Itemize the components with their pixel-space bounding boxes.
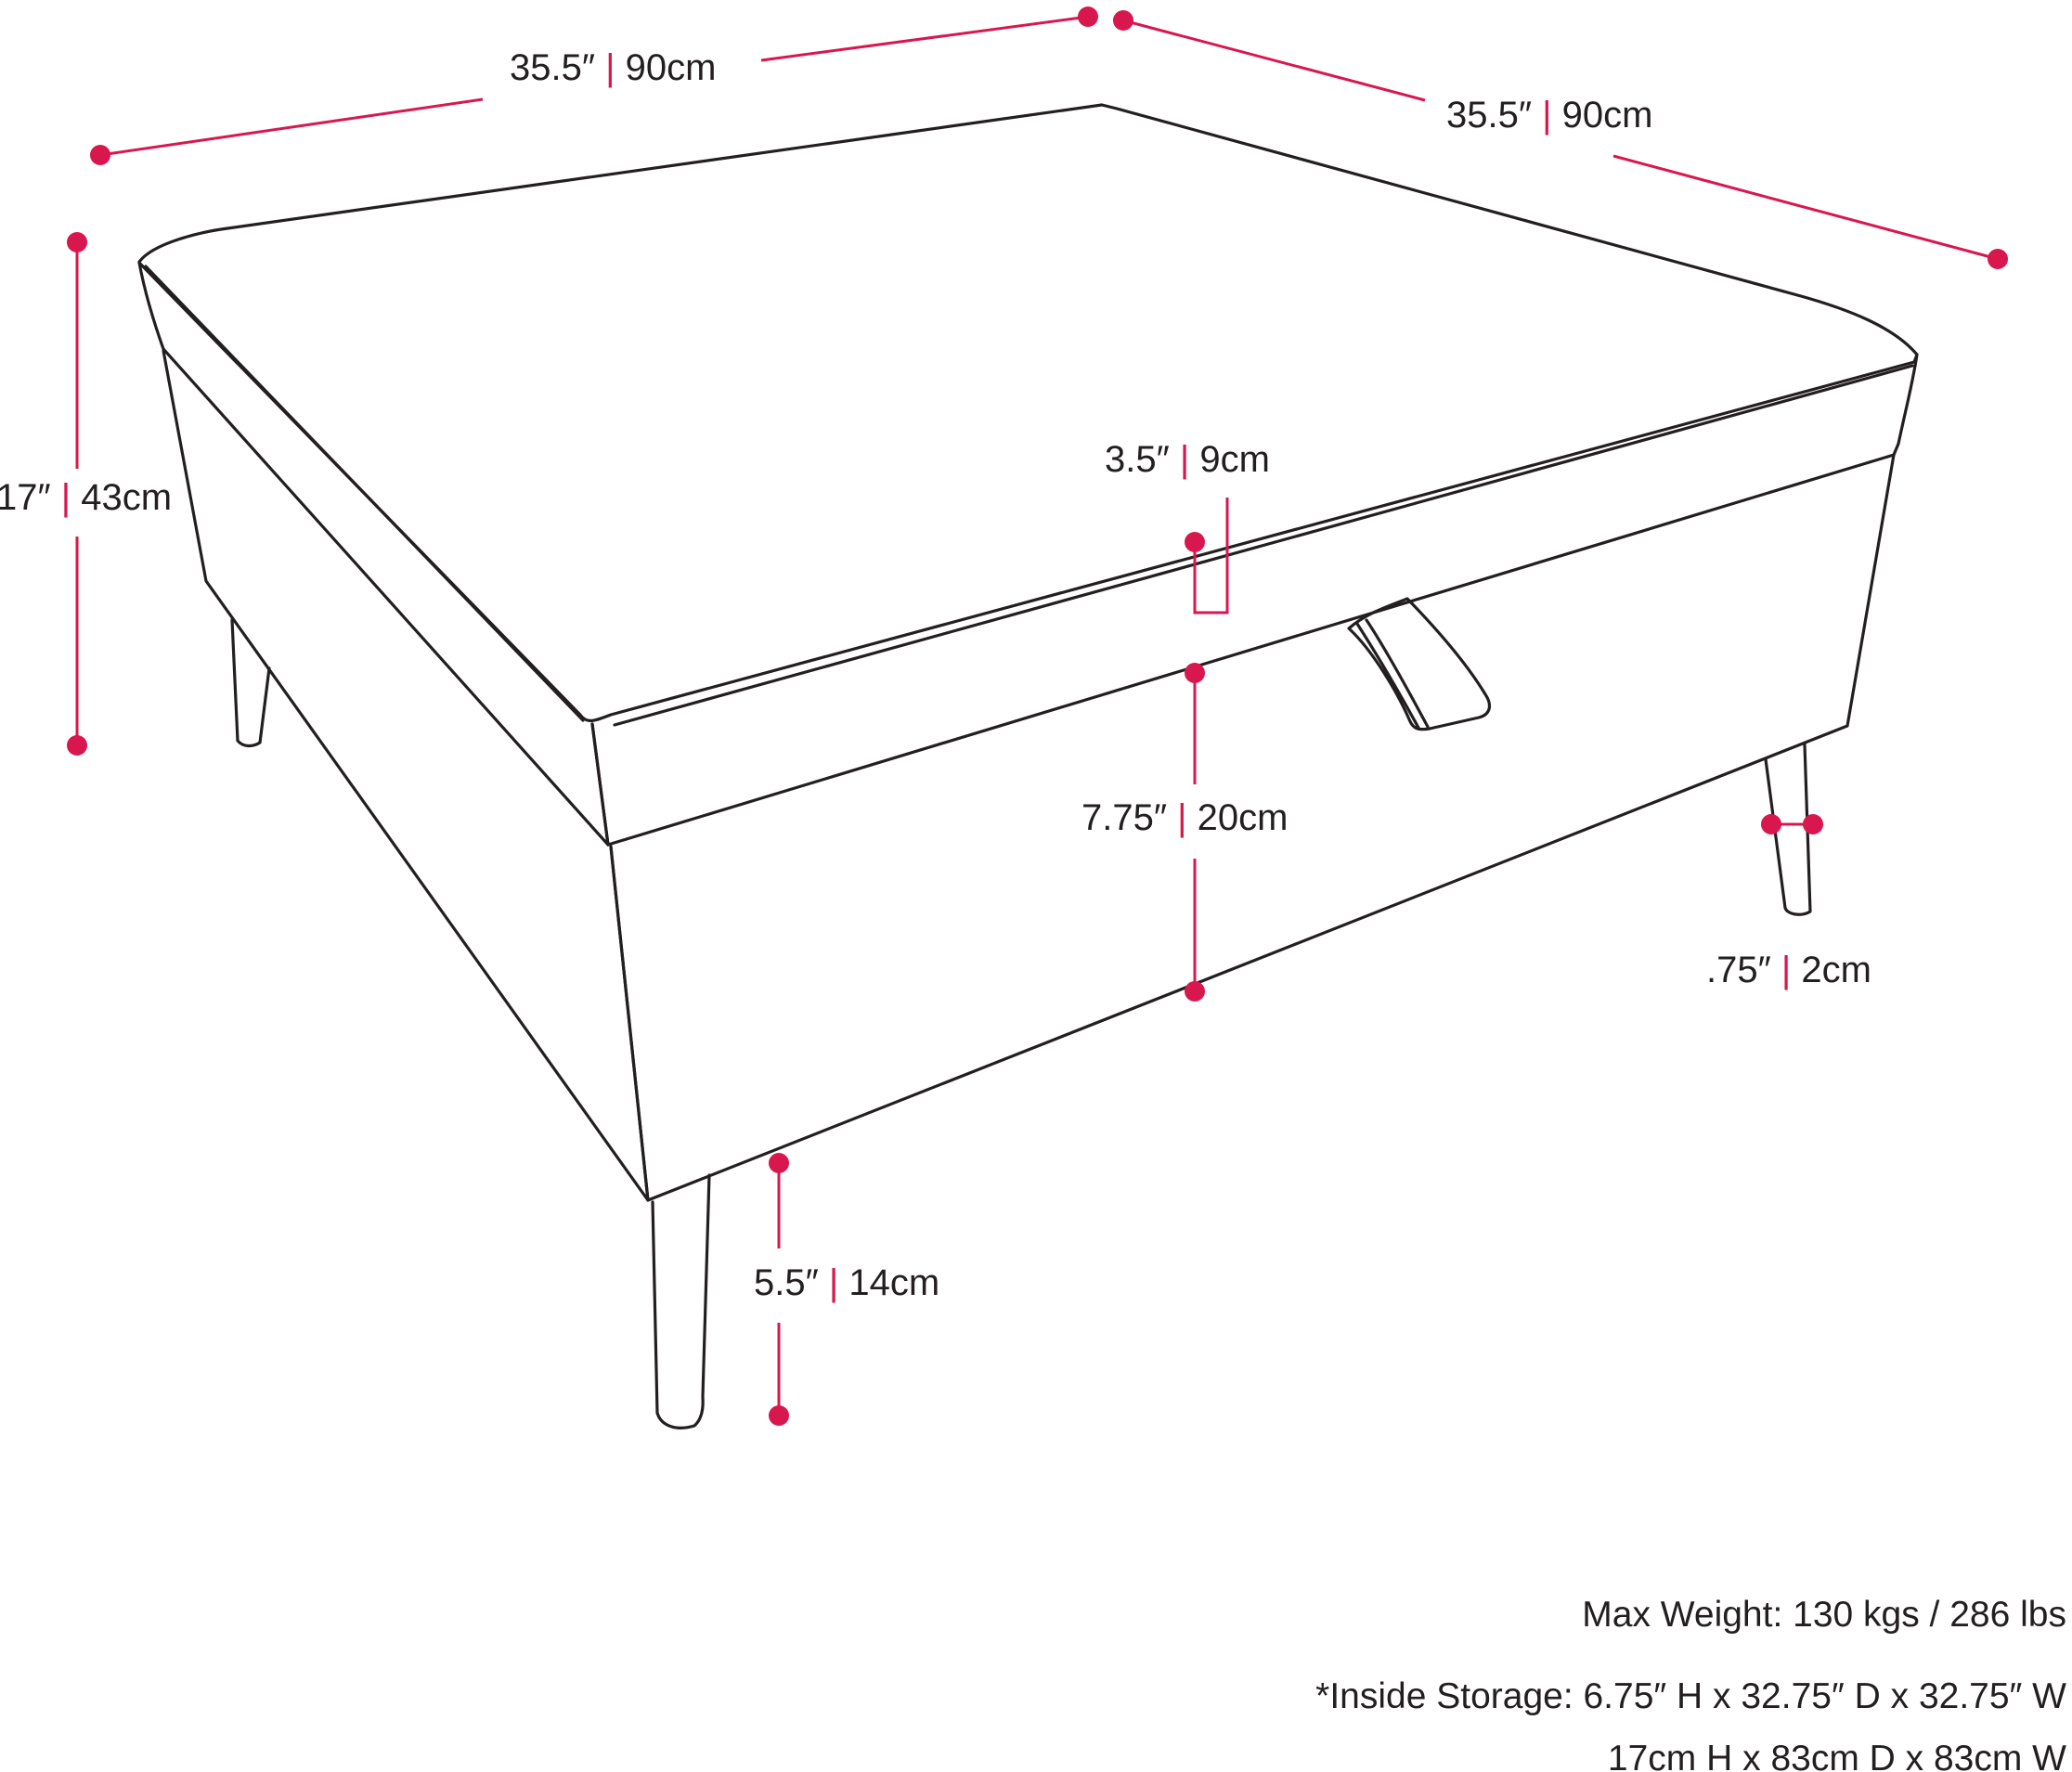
leg-front-right xyxy=(1764,743,1812,916)
dimension-lid-height: 3.5″ | 9cm xyxy=(1105,439,1270,683)
dimension-top-width: 35.5″ | 90cm xyxy=(90,6,1098,165)
base-height-label: 7.75″ | 20cm xyxy=(1081,797,1288,838)
lid-handle-inner xyxy=(1355,622,1420,730)
lid-left-face xyxy=(137,261,610,847)
storage-notes: *Inside Storage: 6.75″ H x 32.75″ D x 32… xyxy=(1315,1676,2066,1772)
lid-handle xyxy=(1347,597,1492,731)
dimension-base-height: 7.75″ | 20cm xyxy=(1081,673,1288,1002)
lid-handle-inner-2 xyxy=(1365,618,1430,729)
total-height-label: 17″ | 43cm xyxy=(0,477,172,518)
leg-back-left xyxy=(230,618,271,748)
max-weight-note: Max Weight: 130 kgs / 286 lbs xyxy=(1582,1595,2066,1635)
top-depth-label: 35.5″ | 90cm xyxy=(1446,95,1652,136)
cushion-top-edge-left xyxy=(144,265,585,722)
lid-front-face xyxy=(590,353,1919,847)
storage-metric-note: 17cm H x 83cm D x 83cm W xyxy=(1608,1739,2066,1772)
dimension-top-depth: 35.5″ | 90cm xyxy=(1113,10,2008,269)
leg-height-label: 5.5″ | 14cm xyxy=(754,1262,939,1303)
base-left-face xyxy=(162,349,650,1202)
dimension-leg-height: 5.5″ | 14cm xyxy=(754,1153,939,1426)
spec-notes: Max Weight: 130 kgs / 286 lbs xyxy=(1582,1595,2066,1635)
leg-width-label: .75″ | 2cm xyxy=(1706,950,1871,990)
dimension-total-height: 17″ | 43cm xyxy=(0,232,172,756)
ottoman-drawing xyxy=(137,103,1919,1429)
lid-height-label: 3.5″ | 9cm xyxy=(1105,439,1270,480)
cushion-top-edge-right xyxy=(613,364,1914,727)
leg-front-left xyxy=(651,1173,711,1429)
top-width-label: 35.5″ | 90cm xyxy=(510,47,716,88)
dimension-leg-width: .75″ | 2cm xyxy=(1706,814,1871,990)
storage-imperial-note: *Inside Storage: 6.75″ H x 32.75″ D x 32… xyxy=(1315,1676,2066,1716)
cushion-top xyxy=(137,103,1919,722)
base-front-face xyxy=(609,453,1896,1202)
